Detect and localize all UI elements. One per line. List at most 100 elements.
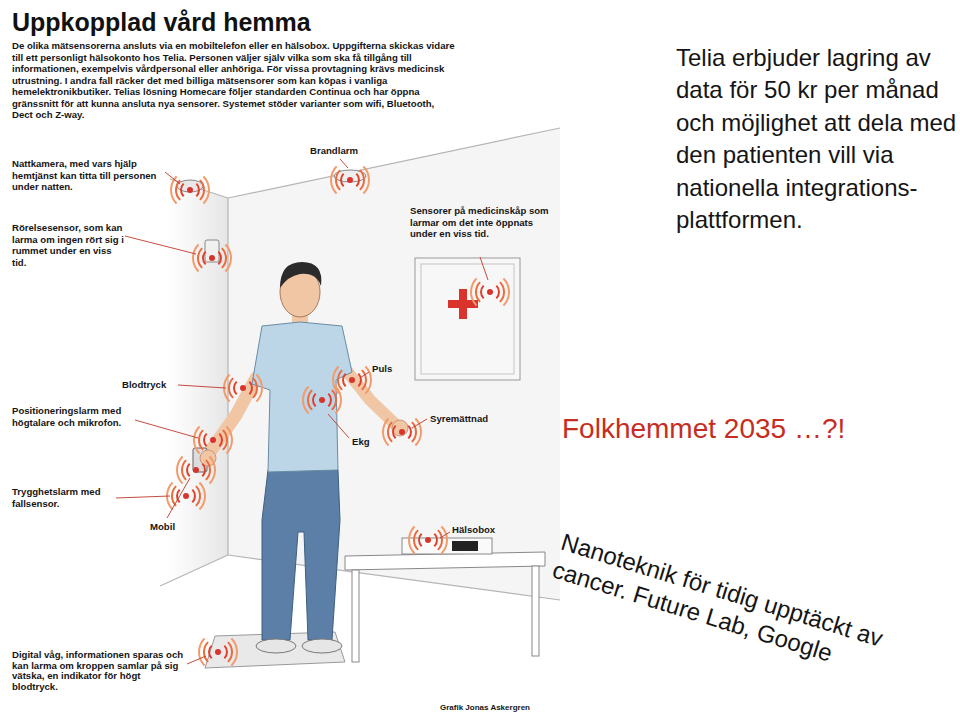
signal-arc	[231, 638, 238, 666]
signal-arc	[418, 533, 422, 547]
slide-text: Telia erbjuder lagring av data för 50 kr…	[676, 42, 958, 236]
signal-arc	[330, 166, 337, 194]
table-leg	[352, 570, 359, 662]
signal-arc	[307, 389, 313, 410]
sensor-signal	[170, 176, 210, 204]
jeans	[262, 470, 340, 640]
signal-arc	[252, 377, 258, 398]
signal-arc	[222, 429, 228, 450]
signal-arc	[180, 183, 184, 197]
signal-arc	[224, 645, 228, 659]
signal-arc	[328, 393, 332, 407]
signal-arc	[408, 425, 412, 439]
shoe	[302, 639, 342, 653]
intro-text: De olika mätsensorerna ansluts via en mo…	[12, 40, 457, 121]
signal-arc	[361, 369, 367, 390]
callout-text: Syremättnad	[430, 413, 488, 425]
sensor-signal	[382, 418, 422, 446]
signal-arc	[198, 429, 204, 450]
signal-arc	[209, 456, 216, 484]
signal-arc	[192, 244, 199, 272]
callout-text: Trygghetslarm med fallsensor.	[12, 486, 116, 509]
signal-arc	[340, 173, 344, 187]
shirt	[252, 322, 352, 472]
signal-arc	[203, 433, 207, 447]
sensor-signal	[223, 374, 263, 402]
signal-arc	[302, 386, 309, 414]
signal-arc	[312, 393, 316, 407]
signal-arc	[221, 247, 227, 268]
signal-arc	[193, 426, 200, 454]
signal-arc	[199, 482, 206, 510]
sensor-signal	[408, 526, 448, 554]
signal-arc	[480, 285, 484, 299]
callout-text: Sensorer på medicinskåp som larmar om de…	[410, 205, 550, 240]
sensor-signal	[470, 278, 510, 306]
signal-arc	[199, 179, 205, 200]
sensor-signal	[192, 244, 232, 272]
red-cross	[459, 289, 467, 319]
signal-arc	[249, 381, 253, 395]
leader-line	[178, 385, 226, 388]
callout-text: Positioneringslarm med högtalare och mik…	[12, 405, 134, 428]
callout-text: Blodtryck	[122, 379, 166, 391]
sensor-signal	[176, 456, 216, 484]
signal-arc	[335, 386, 342, 414]
signal-arc	[331, 389, 337, 410]
signal-arc	[228, 377, 234, 398]
credit-text: Grafik Jonas Askergren	[440, 703, 530, 713]
leader-line	[116, 496, 170, 498]
sensor-signal	[198, 638, 238, 666]
signal-arc	[170, 176, 177, 204]
table-leg	[532, 566, 539, 656]
callout-text: Nattkamera, med vars hjälp hemtjänst kan…	[12, 158, 162, 193]
signal-arc	[195, 485, 201, 506]
signal-arc	[475, 281, 481, 302]
signal-arc	[337, 369, 343, 390]
ceiling-edge	[228, 128, 560, 198]
leader-line	[125, 236, 196, 254]
sensor-dot	[319, 397, 325, 403]
leader-line	[135, 420, 198, 438]
leader-line	[360, 372, 369, 378]
leader-line	[340, 159, 348, 168]
callout-text: Digital våg, informationen sparas och ka…	[12, 650, 184, 693]
shoe	[256, 639, 296, 653]
signal-arc	[363, 166, 370, 194]
signal-arc	[503, 278, 510, 306]
slide-heading: Folkhemmet 2035 …?!	[562, 412, 845, 446]
signal-arc	[365, 366, 372, 394]
signal-arc	[411, 421, 417, 442]
sensor-dot	[209, 255, 215, 261]
signal-arc	[342, 373, 346, 387]
sensor-dot	[349, 377, 355, 383]
signal-arc	[225, 244, 232, 272]
callout-text: Brandlarm	[310, 145, 358, 157]
callout-text: Rörelsesensor, som kan larma om ingen rö…	[12, 222, 124, 268]
arm	[210, 378, 256, 452]
signal-arc	[233, 381, 237, 395]
leader-line	[187, 656, 206, 664]
sensor-dot	[210, 437, 216, 443]
signal-arc	[208, 645, 212, 659]
signal-arc	[434, 533, 438, 547]
rotated-note: Nanoteknik för tidig upptäckt av cancer.…	[549, 528, 953, 701]
signal-arc	[198, 638, 205, 666]
callout-text: Mobil	[150, 521, 175, 533]
signal-arc	[202, 251, 206, 265]
signal-arc	[205, 459, 211, 480]
signal-arc	[496, 285, 500, 299]
leader-line	[412, 419, 427, 428]
signal-arc	[227, 641, 233, 662]
signal-arc	[203, 641, 209, 662]
cabinet-door	[421, 264, 514, 374]
medicine-cabinet	[415, 258, 520, 380]
floor-edge	[160, 555, 228, 586]
signal-arc	[392, 425, 396, 439]
sensor-dot	[215, 649, 221, 655]
signal-arc	[441, 526, 448, 554]
signal-arc	[192, 489, 196, 503]
signal-arc	[335, 169, 341, 190]
signal-arc	[387, 421, 393, 442]
sensor-signal	[166, 482, 206, 510]
